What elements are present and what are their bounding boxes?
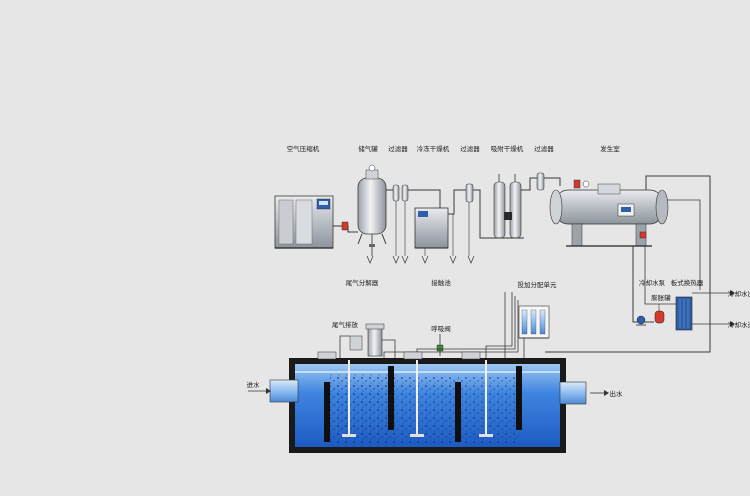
outlet-pipe [559, 381, 609, 405]
refrigerated-dryer [414, 207, 449, 256]
label-air-tank: 储气罐 [358, 144, 378, 153]
contact-tank [289, 351, 566, 453]
label-refrigerated-dryer: 冷冻干燥机 [417, 144, 450, 153]
expansion-tank [654, 304, 665, 324]
label-cooling-pump: 冷却水泵 [639, 278, 666, 287]
filter-2 [452, 183, 474, 256]
inlet-pipe [248, 379, 299, 403]
plate-heat-exchanger [675, 296, 693, 331]
drain-arrows [366, 255, 475, 264]
breather-valve [436, 334, 444, 356]
label-cooling-water-out: 冷却水出 [728, 289, 750, 298]
label-contact-tank: 接触池 [431, 278, 451, 287]
label-generator-room: 发生室 [600, 144, 620, 153]
label-breather-valve: 呼吸阀 [431, 324, 451, 333]
label-tail-gas-vent: 尾气排放 [332, 320, 359, 329]
label-water-out: 出水 [610, 389, 624, 398]
dosing-distribution-unit [518, 305, 550, 339]
filter-1 [392, 184, 409, 256]
tail-gas-decomposer [349, 323, 385, 357]
adsorption-dryer [492, 174, 524, 239]
label-dosing-unit: 投加分配单元 [518, 280, 558, 289]
label-cooling-water-in: 冷却水进 [728, 320, 750, 329]
label-water-in: 进水 [247, 380, 261, 389]
label-tail-gas-decomposer: 尾气分解器 [346, 278, 379, 287]
label-expansion-tank: 膨胀罐 [651, 293, 671, 302]
label-filter-1: 过滤器 [388, 144, 408, 153]
label-adsorption-dryer: 吸附干燥机 [491, 144, 524, 153]
air-compressor [274, 195, 334, 249]
label-plate-heat-exchanger: 板式换热器 [671, 278, 704, 287]
cooling-water-pump [636, 315, 646, 326]
air-storage-tank [357, 164, 387, 256]
label-air-compressor: 空气压缩机 [287, 144, 320, 153]
label-filter-3: 过滤器 [534, 144, 554, 153]
ozone-generator [549, 179, 669, 247]
label-filter-2: 过滤器 [460, 144, 480, 153]
filter-3 [536, 172, 545, 191]
